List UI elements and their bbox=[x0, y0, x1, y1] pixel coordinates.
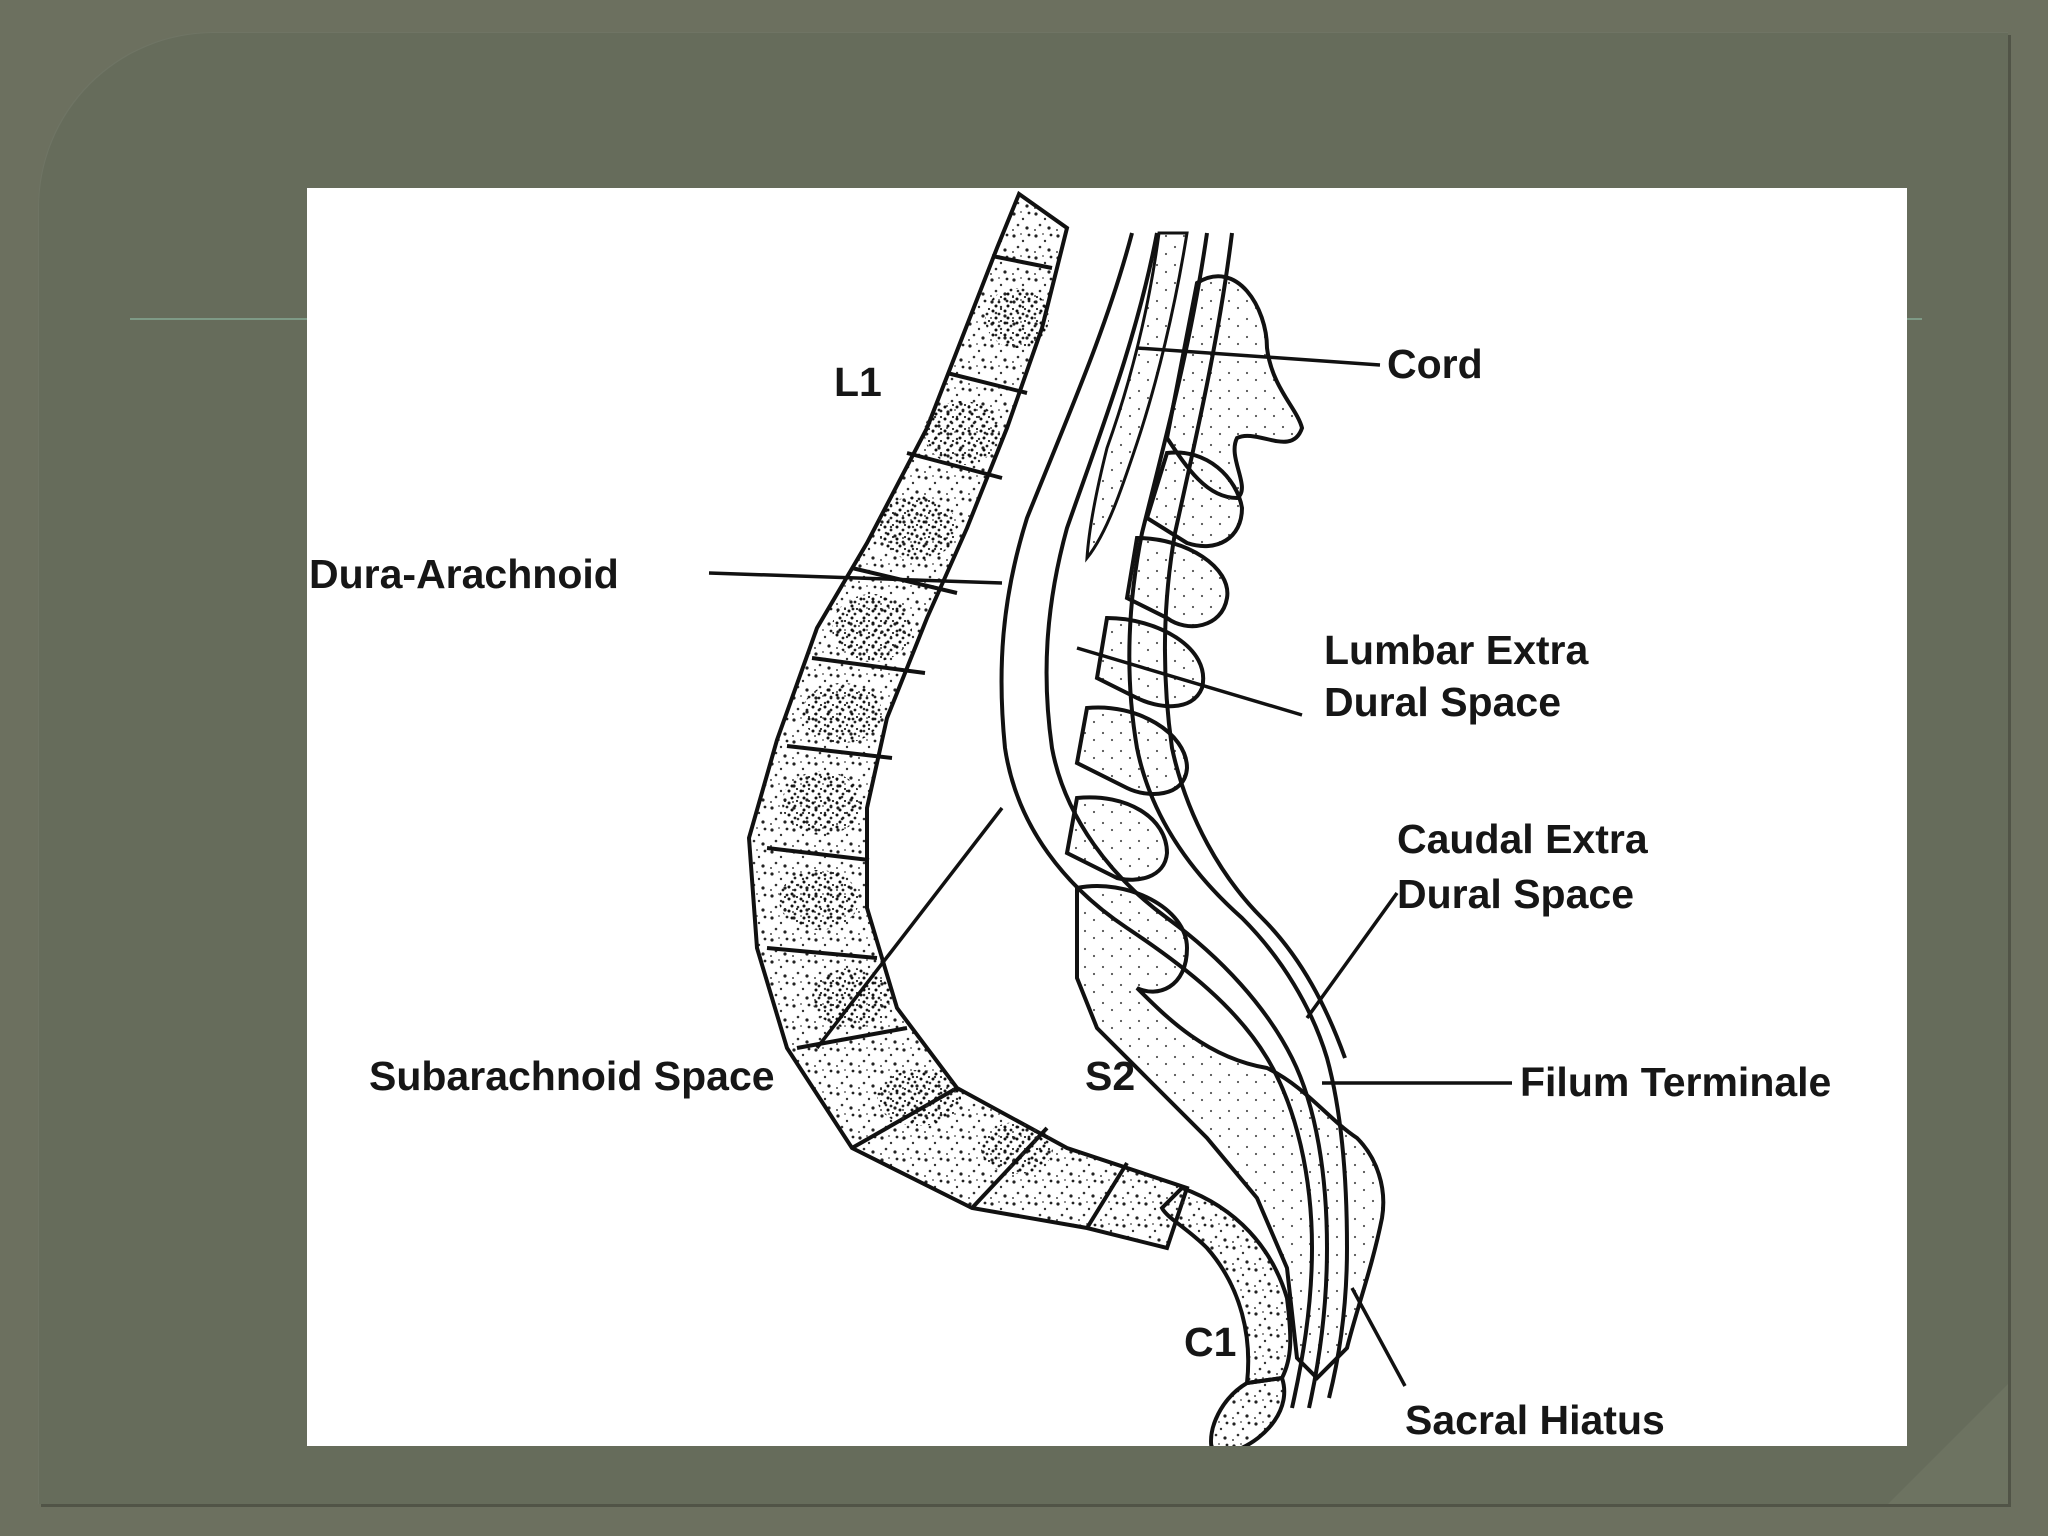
subarachnoid-leader bbox=[815, 806, 1004, 1050]
sacral-hiatus-label: Sacral Hiatus bbox=[1405, 1397, 1665, 1443]
caudal-space-leader bbox=[1305, 891, 1399, 1020]
caudal-extradural-label-line1: Caudal Extra bbox=[1397, 816, 1649, 862]
spinal-cord bbox=[1085, 231, 1189, 563]
vertebral-body-cores bbox=[779, 288, 1053, 1174]
lumbar-space-leader bbox=[1076, 646, 1303, 717]
caudal-extradural-label-line2: Dural Space bbox=[1397, 871, 1634, 917]
sacral-hiatus-leader bbox=[1350, 1287, 1407, 1387]
filum-terminale-label: Filum Terminale bbox=[1520, 1059, 1831, 1105]
leader-lines bbox=[708, 346, 1512, 1387]
subarachnoid-space-label: Subarachnoid Space bbox=[369, 1053, 775, 1099]
lumbar-extradural-label-line1: Lumbar Extra bbox=[1324, 627, 1589, 673]
c1-label: C1 bbox=[1184, 1319, 1236, 1365]
spinal-canal bbox=[999, 232, 1350, 1409]
s2-label: S2 bbox=[1085, 1053, 1135, 1099]
dura-arachnoid-label: Dura-Arachnoid bbox=[309, 551, 619, 597]
dura-arachnoid-leader bbox=[708, 571, 1003, 585]
lumbar-extradural-label-line2: Dural Space bbox=[1324, 679, 1561, 725]
spinous-processes bbox=[1064, 274, 1386, 1381]
cord-label: Cord bbox=[1387, 341, 1483, 387]
l1-label: L1 bbox=[834, 359, 882, 405]
sacral-coccygeal-segments bbox=[1159, 1185, 1293, 1446]
cord-leader bbox=[1136, 346, 1381, 367]
spine-diagram: Cord L1 Dura-Arachnoid Lumbar Extra Dura… bbox=[309, 190, 1831, 1446]
spine-diagram-panel: Cord L1 Dura-Arachnoid Lumbar Extra Dura… bbox=[307, 188, 1907, 1446]
